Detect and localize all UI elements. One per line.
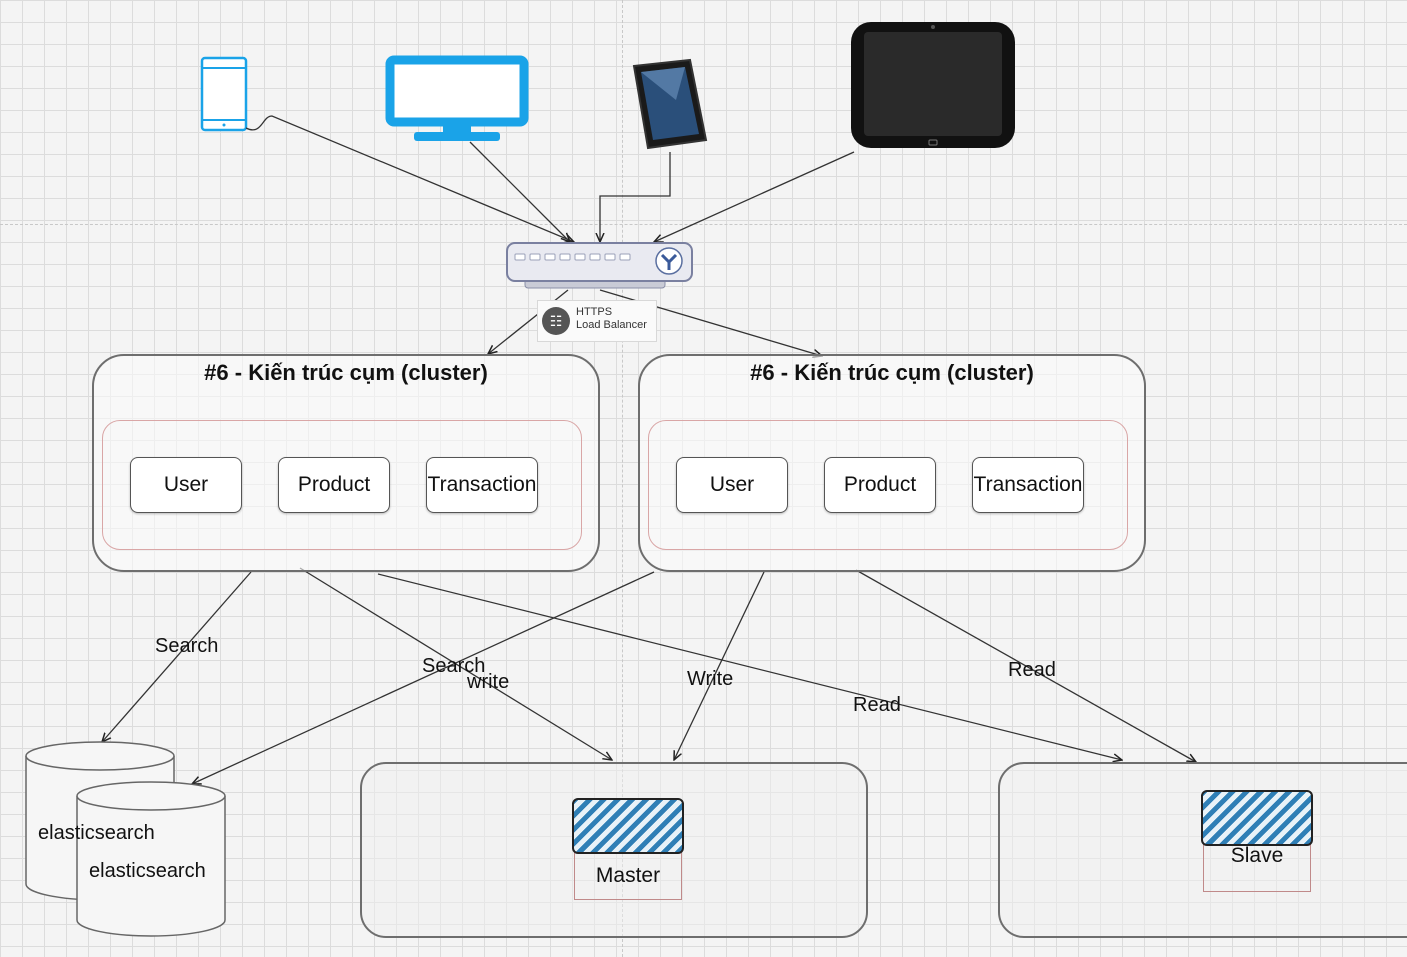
edge-write-right (674, 571, 765, 760)
edge-label-search-left: Search (155, 635, 219, 657)
edge-label-write-right: Write (687, 668, 734, 690)
edge-monitor-to-lb (469, 141, 570, 242)
master-label-box: Master (574, 852, 682, 900)
edge-label-read-right: Read (1008, 659, 1056, 681)
service-product[interactable]: Product (278, 457, 390, 513)
edge-read-right (855, 569, 1196, 762)
edge-search-left (102, 571, 252, 742)
grid-guide-vertical (622, 0, 623, 957)
service-user[interactable]: User (676, 457, 788, 513)
slave-label-box: Slave (1203, 844, 1311, 892)
master-label: Master (595, 863, 661, 887)
services-group: User Product Transaction (648, 420, 1128, 550)
service-transaction[interactable]: Transaction (972, 457, 1084, 513)
elasticsearch-label: elasticsearch (38, 822, 155, 844)
slave-hatch-block (1201, 790, 1313, 846)
elasticsearch-cylinder-front[interactable] (76, 781, 226, 937)
desktop-monitor-icon[interactable] (385, 55, 529, 141)
edge-search-right (192, 571, 655, 784)
load-balancer-device[interactable] (506, 242, 693, 289)
edge-label-read-left: Read (853, 694, 901, 716)
cluster-title: #6 - Kiến trúc cụm (cluster) (750, 360, 1034, 385)
service-product[interactable]: Product (824, 457, 936, 513)
master-hatch-block (572, 798, 684, 854)
edge-ipad-to-lb (600, 152, 671, 242)
edge-write-left (299, 567, 612, 760)
edge-tablet-to-lb (654, 151, 855, 242)
master-database-container[interactable]: Master (360, 762, 868, 938)
edge-label-search-right: Search (422, 655, 486, 677)
edge-read-left (377, 573, 1122, 760)
edge-label-write-left: write (467, 671, 510, 693)
service-transaction[interactable]: Transaction (426, 457, 538, 513)
black-tablet-icon[interactable] (851, 22, 1015, 148)
elasticsearch-label: elasticsearch (89, 860, 206, 882)
cluster-left[interactable]: #6 - Kiến trúc cụm (cluster) User Produc… (92, 354, 600, 572)
cluster-title: #6 - Kiến trúc cụm (cluster) (204, 360, 488, 385)
load-balancer-icon: ☷ (542, 307, 570, 335)
slave-database-container[interactable]: Slave (998, 762, 1407, 938)
cluster-right[interactable]: #6 - Kiến trúc cụm (cluster) User Produc… (638, 354, 1146, 572)
mobile-phone-icon[interactable] (200, 56, 248, 132)
services-group: User Product Transaction (102, 420, 582, 550)
ipad-tablet-icon[interactable] (632, 58, 708, 150)
slave-label: Slave (1230, 843, 1284, 867)
service-user[interactable]: User (130, 457, 242, 513)
edge-phone-to-lb (245, 115, 574, 242)
grid-guide-horizontal (0, 224, 1407, 225)
